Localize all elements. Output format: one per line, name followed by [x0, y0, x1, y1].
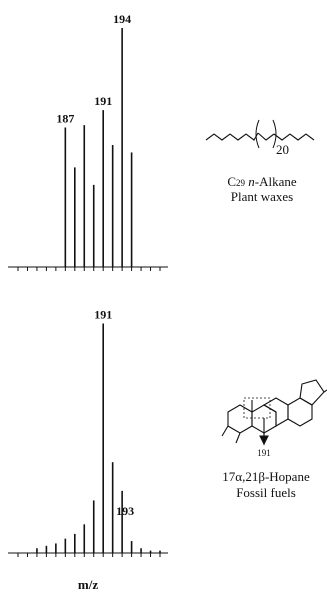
top-peak-label-194: 194: [113, 12, 131, 26]
alkane-source: Plant waxes: [231, 189, 293, 204]
bottom-peak-label-193: 193: [116, 504, 134, 518]
top-bars: [64, 27, 133, 267]
hopane-ring-d: [287, 397, 313, 427]
alkane-caption-subscript: 29: [236, 178, 246, 188]
alkane-caption: C29 n-Alkane: [227, 174, 297, 189]
top-peak-labels: 187 191 194: [56, 12, 131, 126]
hopane-cleavage-box: [243, 397, 271, 419]
bottom-bars: [36, 323, 161, 553]
top-spectrum: 187 191 194: [8, 12, 168, 271]
bottom-spectrum: 191 193: [8, 308, 168, 557]
alkane-chain-right: [273, 133, 315, 141]
hopane-ring-c: [262, 397, 289, 427]
hopane-arrow-head: [259, 435, 269, 446]
hopane-methyl-1: [221, 425, 229, 437]
alkane-repeat-unit: [257, 132, 275, 141]
hopane-name: 17α,21β-Hopane: [222, 469, 310, 484]
hopane-ring-e: [299, 379, 325, 406]
bottom-peak-label-191: 191: [94, 308, 112, 322]
bottom-ticks: [17, 553, 161, 557]
hopane-structure: [221, 379, 327, 446]
alkane-structure: 20: [205, 119, 315, 157]
top-ticks: [17, 267, 161, 271]
hopane-isopropyl: [323, 389, 327, 393]
alkane-caption-suffix: -Alkane: [255, 174, 297, 189]
top-peak-label-191: 191: [94, 94, 112, 108]
alkane-caption-italic: n: [248, 174, 255, 189]
hopane-ring-a: [227, 404, 253, 434]
alkane-chain-left: [205, 132, 259, 141]
bottom-peak-labels: 191 193: [94, 308, 134, 518]
alkane-repeat-subscript: 20: [276, 142, 289, 157]
x-axis-title: m/z: [78, 577, 98, 592]
alkane-paren-right: [272, 119, 277, 149]
alkane-paren-left: [255, 119, 260, 149]
hopane-fragment-label: 191: [257, 448, 271, 458]
hopane-methyl-2: [235, 432, 241, 444]
hopane-source: Fossil fuels: [236, 485, 296, 500]
alkane-caption-prefix: C: [227, 174, 236, 189]
top-peak-label-187: 187: [56, 112, 74, 126]
